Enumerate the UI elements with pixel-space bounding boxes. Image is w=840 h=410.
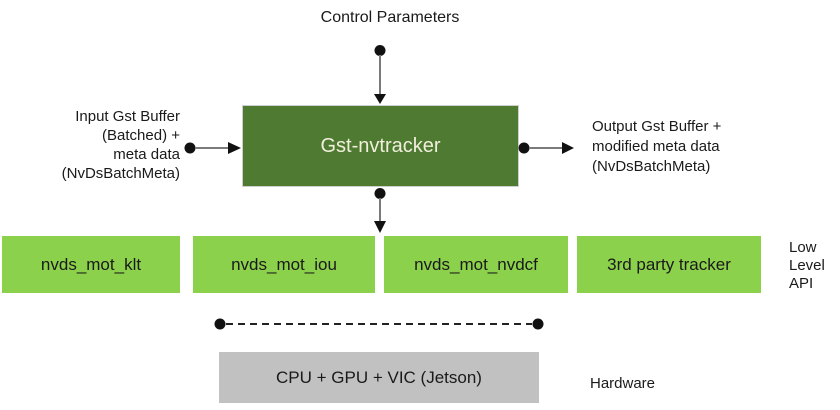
output-buffer-label-line: (NvDsBatchMeta) bbox=[592, 158, 711, 175]
hardware-box: CPU + GPU + VIC (Jetson) bbox=[219, 352, 539, 403]
hardware-label: Hardware bbox=[590, 375, 656, 392]
lowlevel-box-label: nvds_mot_nvdcf bbox=[414, 254, 538, 274]
control-parameters-arrow bbox=[374, 45, 386, 104]
output-arrow bbox=[518, 142, 574, 154]
hardware-box-label: CPU + GPU + VIC (Jetson) bbox=[276, 367, 482, 387]
lowlevel-box-label: 3rd party tracker bbox=[607, 254, 731, 274]
lowlevel-box-3rd-party-tracker: 3rd party tracker bbox=[577, 236, 761, 293]
input-buffer-label-line: Input Gst Buffer bbox=[75, 108, 180, 125]
lowlevel-box-label: nvds_mot_iou bbox=[231, 254, 337, 274]
lowlevel-box-nvds-mot-iou: nvds_mot_iou bbox=[193, 236, 375, 293]
lowlevel-box-label: nvds_mot_klt bbox=[40, 254, 142, 274]
input-arrow bbox=[184, 142, 241, 154]
input-buffer-label-line: meta data bbox=[113, 146, 180, 163]
lowlevel-box-nvds-mot-nvdcf: nvds_mot_nvdcf bbox=[384, 236, 568, 293]
output-buffer-label-line: modified meta data bbox=[592, 138, 720, 155]
gst-nvtracker-box-label: Gst-nvtracker bbox=[320, 134, 441, 157]
lowlevel-box-nvds-mot-klt: nvds_mot_klt bbox=[2, 236, 180, 293]
gst-nvtracker-box: Gst-nvtracker bbox=[242, 105, 519, 187]
low-level-api-label-line: Level bbox=[789, 257, 825, 274]
tracker-to-lowlevel-arrow bbox=[374, 188, 386, 233]
output-buffer-label-line: Output Gst Buffer + bbox=[592, 118, 722, 135]
low-level-api-label: Low Level API bbox=[789, 239, 839, 293]
output-buffer-label: Output Gst Buffer + modified meta data (… bbox=[592, 117, 822, 177]
low-level-api-label-line: Low bbox=[789, 239, 817, 256]
input-buffer-label: Input Gst Buffer (Batched) + meta data (… bbox=[18, 107, 180, 183]
lowlevel-hardware-dashed-connector bbox=[214, 318, 544, 330]
input-buffer-label-line: (NvDsBatchMeta) bbox=[61, 165, 180, 182]
control-parameters-label: Control Parameters bbox=[320, 9, 460, 26]
low-level-api-label-line: API bbox=[789, 275, 814, 292]
input-buffer-label-line: (Batched) + bbox=[102, 127, 180, 144]
